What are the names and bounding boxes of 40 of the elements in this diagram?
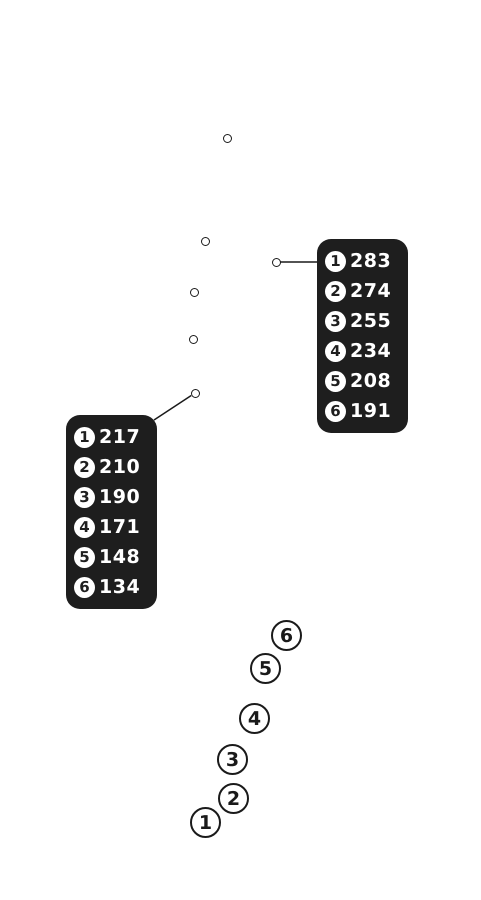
value-label: 234 [350, 340, 392, 362]
number-circle: 2 [218, 783, 249, 814]
data-point-marker [190, 388, 200, 398]
number-badge: 6 [74, 576, 95, 598]
number-badge: 1 [74, 426, 95, 448]
data-point-marker [222, 134, 232, 142]
data-point-marker [188, 334, 198, 344]
leader-line [154, 394, 192, 421]
number-badge: 2 [325, 280, 346, 302]
value-label: 217 [99, 426, 140, 448]
data-point-marker [272, 258, 280, 266]
number-badge: 5 [74, 546, 95, 568]
number-circle: 1 [190, 807, 221, 838]
value-label: 283 [350, 250, 392, 272]
value-label: 134 [99, 576, 140, 598]
number-badge: 4 [325, 340, 346, 362]
value-label: 255 [350, 310, 392, 332]
value-label: 171 [99, 516, 140, 538]
value-label: 191 [350, 400, 392, 422]
number-badge: 4 [74, 516, 95, 538]
number-badge: 3 [74, 486, 95, 508]
data-point-marker [200, 236, 210, 246]
value-label: 208 [350, 370, 392, 392]
callout-panel [66, 415, 157, 609]
number-circle: 6 [271, 620, 302, 651]
number-circle: 4 [239, 703, 270, 734]
value-label: 190 [99, 486, 140, 508]
value-label: 274 [350, 280, 392, 302]
value-label: 148 [99, 546, 140, 568]
data-point-marker [190, 288, 198, 296]
callout-panel [317, 239, 408, 433]
number-badge: 6 [325, 400, 346, 422]
number-badge: 2 [74, 456, 95, 478]
value-label: 210 [99, 456, 140, 478]
number-badge: 3 [325, 310, 346, 332]
number-badge: 5 [325, 370, 346, 392]
number-circle: 3 [217, 744, 248, 775]
leader-line [280, 261, 317, 263]
number-badge: 1 [325, 250, 346, 272]
number-circle: 5 [250, 653, 281, 684]
